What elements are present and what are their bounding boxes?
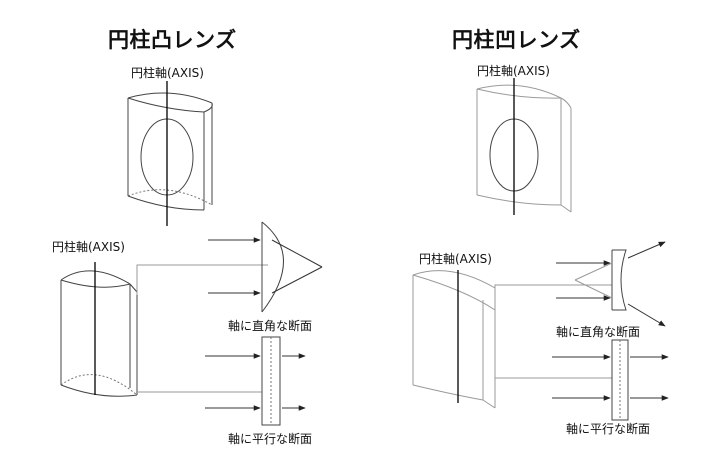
concave-lens-title: 円柱凹レンズ (452, 28, 581, 52)
concave-ray-diverge-lower (627, 303, 666, 327)
convex-axis-label-top: 円柱軸(AXIS) (131, 66, 204, 80)
concave-cylinder-block (476, 84, 572, 213)
concave-connector-top (494, 284, 612, 305)
convex-axis-label-bottom: 円柱軸(AXIS) (52, 240, 125, 254)
concave-tilted-cylinder (412, 270, 496, 409)
concave-perpendicular-section (556, 241, 666, 327)
convex-cylinder-block (127, 92, 213, 211)
convex-section-parallel-label: 軸に平行な断面 (228, 432, 313, 446)
convex-section-perpendicular-label: 軸に直角な断面 (228, 319, 313, 333)
convex-tilted-cylinder (60, 270, 138, 397)
convex-ray-converge-lower (271, 266, 323, 294)
concave-section-parallel-label: 軸に平行な断面 (566, 422, 651, 436)
convex-ray-converge-upper (271, 239, 323, 268)
convex-lens-title: 円柱凸レンズ (108, 28, 237, 52)
concave-axis-label-bottom: 円柱軸(AXIS) (419, 252, 492, 266)
concave-section-perpendicular-label: 軸に直角な断面 (556, 325, 641, 339)
convex-perpendicular-section (208, 221, 323, 313)
concave-ray-diverge-upper (627, 241, 666, 259)
concave-axis-label-top: 円柱軸(AXIS) (477, 64, 550, 78)
convex-connector-top (136, 264, 268, 295)
convex-parallel-section (205, 336, 306, 426)
concave-parallel-section (552, 339, 669, 421)
